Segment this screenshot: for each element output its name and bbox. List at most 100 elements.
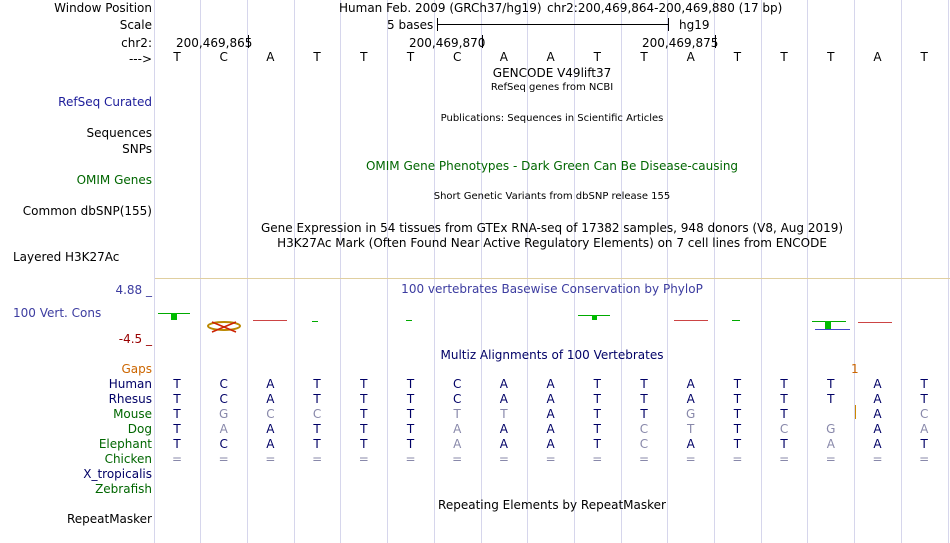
alignment-base: T <box>173 377 181 391</box>
track-h3k27ac-desc: H3K27Ac Mark (Often Found Near Active Re… <box>277 236 827 250</box>
alignment-base: A <box>499 437 508 451</box>
base-letter: A <box>546 50 555 64</box>
alignment-base: C <box>219 392 228 406</box>
grid-line <box>574 0 575 543</box>
label-snps[interactable]: SNPs <box>122 142 152 156</box>
species-label-human[interactable]: Human <box>108 377 152 391</box>
alignment-base: T <box>920 437 928 451</box>
alignment-base: T <box>313 422 321 436</box>
alignment-base: = <box>685 452 696 466</box>
base-letter: T <box>313 50 321 64</box>
alignment-base: = <box>312 452 323 466</box>
track-dbsnp-desc: Short Genetic Variants from dbSNP releas… <box>433 191 671 202</box>
alignment-base: C <box>639 437 649 451</box>
alignment-base: T <box>827 392 835 406</box>
alignment-base: = <box>171 452 183 466</box>
alignment-base: T <box>406 407 415 421</box>
alignment-base: T <box>733 392 742 406</box>
alignment-base: = <box>405 452 416 466</box>
alignment-base: = <box>779 452 790 466</box>
alignment-base: T <box>733 377 742 391</box>
alignment-base: A <box>873 377 882 391</box>
alignment-base: = <box>592 452 603 466</box>
base-letter: A <box>266 50 275 64</box>
alignment-base: = <box>545 452 556 466</box>
species-label-chicken[interactable]: Chicken <box>104 452 152 466</box>
species-label-zebrafish[interactable]: Zebrafish <box>95 482 152 496</box>
alignment-base: A <box>219 422 228 436</box>
label-100-vert-cons[interactable]: 100 Vert. Cons <box>13 306 102 320</box>
label-y-max: 4.88 _ <box>115 283 152 297</box>
label-common-dbsnp[interactable]: Common dbSNP(155) <box>22 204 152 218</box>
alignment-base: T <box>173 407 181 421</box>
coord-label-1: 200,469,865 <box>176 36 253 50</box>
alignment-base: C <box>312 407 322 421</box>
base-letter: T <box>780 50 788 64</box>
alignment-base: A <box>546 437 555 451</box>
alignment-base: T <box>640 392 648 406</box>
alignment-base: T <box>593 407 601 421</box>
alignment-base: T <box>453 407 461 421</box>
coord-tick-2 <box>482 35 483 48</box>
alignment-base: T <box>313 392 321 406</box>
alignment-base: A <box>826 437 835 451</box>
base-letter: T <box>827 50 835 64</box>
label-sequences[interactable]: Sequences <box>86 126 152 140</box>
alignment-base: T <box>780 407 788 421</box>
cons-bar <box>253 320 287 321</box>
assembly-title: Human Feb. 2009 (GRCh37/hg19) <box>339 1 542 15</box>
species-label-dog[interactable]: Dog <box>127 422 152 436</box>
alignment-base: T <box>406 437 415 451</box>
track-gencode[interactable]: GENCODE V49lift37 <box>492 66 612 80</box>
cons-bar <box>674 320 708 321</box>
label-scale: Scale <box>119 18 152 32</box>
base-letter: T <box>593 50 601 64</box>
base-letter: A <box>686 50 695 64</box>
alignment-base: = <box>218 452 229 466</box>
alignment-base: A <box>546 422 555 436</box>
grid-line <box>667 0 668 543</box>
base-letter: T <box>406 50 415 64</box>
position-readout: chr2:200,469,864-200,469,880 (17 bp) <box>547 1 783 15</box>
grid-line <box>434 0 435 543</box>
alignment-base: = <box>919 452 930 466</box>
label-layered-h3k27ac[interactable]: Layered H3K27Ac <box>13 250 120 264</box>
scale-bar-tick-right <box>668 18 669 31</box>
alignment-base: A <box>546 377 555 391</box>
grid-line <box>387 0 388 543</box>
label-repeatmasker[interactable]: RepeatMasker <box>66 512 152 526</box>
grid-line <box>340 0 341 543</box>
label-omim-genes[interactable]: OMIM Genes <box>76 173 152 187</box>
label-strand-toggle[interactable]: ---> <box>128 52 152 66</box>
alignment-base: = <box>732 452 743 466</box>
alignment-base: T <box>780 437 788 451</box>
coord-label-3: 200,469,875 <box>642 36 719 50</box>
cons-bar <box>312 321 318 322</box>
grid-line <box>807 0 808 543</box>
species-label-elephant[interactable]: Elephant <box>98 437 152 451</box>
label-refseq-curated[interactable]: RefSeq Curated <box>58 95 152 109</box>
alignment-base: T <box>733 437 742 451</box>
alignment-base: A <box>453 422 462 436</box>
coord-label-2: 200,469,870 <box>409 36 486 50</box>
label-y-min: -4.5 _ <box>118 332 152 346</box>
species-label-mouse[interactable]: Mouse <box>113 407 152 421</box>
grid-line <box>621 0 622 543</box>
gap-marker: 1 <box>851 362 859 376</box>
label-gaps[interactable]: Gaps <box>121 362 152 376</box>
alignment-base: T <box>920 377 928 391</box>
alignment-base: G <box>686 407 696 421</box>
alignment-base: T <box>360 377 368 391</box>
base-letter: T <box>640 50 648 64</box>
grid-line <box>948 0 949 543</box>
alignment-base: T <box>780 392 788 406</box>
alignment-base: G <box>826 422 836 436</box>
alignment-base: T <box>360 437 368 451</box>
alignment-base: T <box>687 422 695 436</box>
alignment-base: T <box>173 437 181 451</box>
scale-bar-label: 5 bases <box>387 18 434 32</box>
species-label-rhesus[interactable]: Rhesus <box>108 392 152 406</box>
base-letter: A <box>873 50 882 64</box>
alignment-base: T <box>780 377 788 391</box>
species-label-x_tropicalis[interactable]: X_tropicalis <box>83 467 152 481</box>
